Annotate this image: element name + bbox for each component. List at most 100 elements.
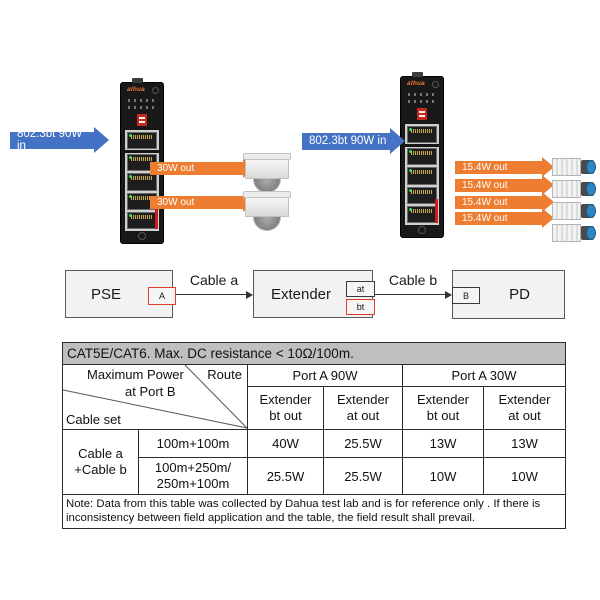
subheader-extender-at-out: Extender at out: [483, 386, 566, 430]
port-panel: [125, 130, 159, 231]
camera-lens: [581, 160, 596, 174]
subheader-extender-bt-out: Extender bt out: [247, 386, 324, 430]
box-camera: [552, 224, 596, 242]
poe-port: [127, 211, 157, 230]
cell-value: 25.5W: [323, 457, 403, 495]
cell-value: 25.5W: [323, 429, 403, 458]
arrow-head: [542, 208, 554, 228]
header-port-a-90w: Port A 90W: [247, 363, 403, 388]
link-led: [409, 169, 412, 173]
poe-port: [407, 186, 437, 204]
screw-hole-icon: [432, 81, 439, 88]
power-out-arrow: 30W out: [150, 158, 255, 178]
lens-ring: [586, 226, 596, 240]
red-marker-stripe: [155, 205, 158, 229]
screw-hole-icon: [152, 87, 159, 94]
link-led: [129, 213, 132, 217]
port-panel: [405, 124, 439, 225]
subheader-extender-bt-out: Extender bt out: [402, 386, 484, 430]
led-indicators: [128, 106, 156, 109]
cell-value: 25.5W: [247, 457, 324, 495]
poe-port: [407, 148, 437, 166]
box-camera: [552, 158, 596, 176]
pse-label: PSE: [90, 285, 121, 303]
dahua-logo: alhua: [407, 80, 425, 87]
table-row: 100m+250m/ 250m+100m 25.5W 25.5W 10W 10W: [63, 457, 566, 495]
cell-value: 13W: [483, 429, 566, 458]
camera-body: [552, 180, 581, 198]
diagonal-header-cell: Maximum Power Route at Port B Cable set: [62, 364, 248, 430]
panel-divider: [405, 144, 439, 148]
link-led: [409, 128, 412, 131]
led-indicators: [408, 93, 436, 96]
power-in-label: 802.3bt 90W in: [302, 132, 390, 150]
port-bt-box: bt: [346, 299, 375, 315]
power-out-arrow: 30W out: [150, 192, 255, 212]
power-out-arrow: 15.4W out: [455, 175, 554, 195]
link-led: [129, 134, 132, 137]
camera-lens: [581, 226, 596, 240]
power-out-label: 15.4W out: [455, 178, 542, 192]
dome-camera: [243, 153, 291, 193]
table-row: Cable a +Cable b 100m+100m 40W 25.5W 13W…: [62, 429, 566, 495]
dahua-logo: alhua: [127, 86, 145, 93]
led-indicators: [408, 100, 436, 103]
link-led: [409, 207, 412, 211]
camera-lens: [581, 182, 596, 196]
power-out-label: 30W out: [150, 195, 243, 209]
box-camera: [552, 202, 596, 220]
arrow-head: [390, 128, 405, 154]
arrow-head: [542, 157, 554, 177]
cell-route: 100m+100m: [138, 429, 248, 458]
power-in-arrow: 802.3bt 90W in: [302, 128, 405, 154]
port-a-box: A: [148, 287, 176, 305]
port-bt-label: bt: [356, 302, 365, 312]
screw-hole-icon: [138, 232, 146, 240]
header-route: Route: [207, 367, 242, 382]
camera-body: [245, 198, 289, 217]
header-port-a-30w: Port A 30W: [402, 363, 566, 388]
cell-value: 13W: [402, 429, 484, 458]
power-table: CAT5E/CAT6. Max. DC resistance < 10Ω/100…: [62, 342, 566, 529]
cell-route: 100m+250m/ 250m+100m: [138, 457, 248, 495]
power-out-arrow: 15.4W out: [455, 157, 554, 177]
camera-dome: [253, 217, 281, 231]
subheader-extender-at-out: Extender at out: [323, 386, 403, 430]
dome-camera: [243, 191, 291, 231]
cable-a-line: [176, 294, 246, 295]
pd-label: PD: [509, 286, 530, 303]
link-led: [409, 188, 412, 192]
screw-hole-icon: [418, 226, 426, 234]
pse-box: PSE: [65, 270, 173, 318]
poe-port: [407, 167, 437, 185]
cable-a-arrowhead: [246, 290, 253, 299]
uplink-port: [407, 126, 437, 144]
led-indicators: [128, 99, 156, 102]
link-led: [129, 156, 132, 160]
power-out-arrow: 15.4W out: [455, 208, 554, 228]
cell-cable-set: Cable a +Cable b: [62, 429, 139, 495]
header-cable-set: Cable set: [66, 412, 121, 427]
camera-body: [245, 160, 289, 179]
power-in-label: 802.3bt 90W in: [10, 128, 94, 152]
power-out-label: 15.4W out: [455, 211, 542, 225]
poe-port: [127, 154, 157, 172]
box-camera: [552, 180, 596, 198]
arrow-head: [94, 127, 109, 153]
power-out-label: 30W out: [150, 161, 243, 175]
table-note: Note: Data from this table was collected…: [62, 494, 566, 529]
header-at-port-b: at Port B: [125, 384, 176, 399]
poe-extender-device-right: alhua: [400, 72, 444, 238]
lens-ring: [586, 182, 596, 196]
port-at-label: at: [356, 284, 365, 294]
camera-cap: [243, 191, 291, 198]
cable-b-line: [375, 294, 445, 295]
camera-body: [552, 158, 581, 176]
cable-b-label: Cable b: [388, 272, 438, 288]
camera-body: [552, 224, 581, 242]
link-led: [129, 175, 132, 179]
cable-b-arrowhead: [445, 290, 452, 299]
power-out-arrow: 15.4W out: [455, 192, 554, 212]
power-out-label: 15.4W out: [455, 195, 542, 209]
power-out-label: 15.4W out: [455, 160, 542, 174]
